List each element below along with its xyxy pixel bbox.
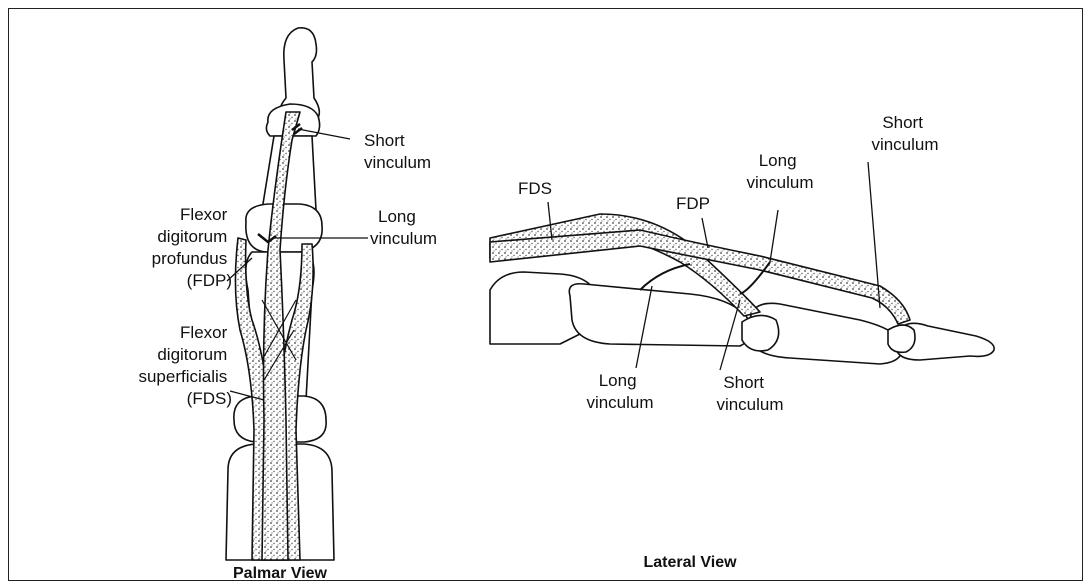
lateral-pip-joint xyxy=(742,315,779,350)
palmar-caption: Palmar View xyxy=(233,565,328,582)
lateral-label-fdp: FDP xyxy=(676,194,710,213)
palmar-label-long-vinculum: Long vinculum xyxy=(370,207,437,248)
palmar-label-short-vinculum: Short vinculum xyxy=(364,131,431,172)
lateral-view-drawing xyxy=(490,214,994,364)
lateral-long-vinculum-top-leader xyxy=(770,210,778,262)
palmar-view-drawing xyxy=(226,28,334,560)
lateral-dip-joint xyxy=(888,325,915,352)
lateral-label-fds: FDS xyxy=(518,179,552,198)
palmar-label-fdp: Flexor digitorum profundus (FDP) xyxy=(152,205,232,290)
lateral-label-short-vinculum-bottom: Short vinculum xyxy=(716,373,783,414)
lateral-caption: Lateral View xyxy=(643,554,737,571)
lateral-long-vinculum xyxy=(640,264,690,290)
palmar-label-fds: Flexor digitorum superficialis (FDS) xyxy=(138,323,232,408)
lateral-label-long-vinculum-top: Long vinculum xyxy=(746,151,813,192)
lateral-label-long-vinculum-bottom: Long vinculum xyxy=(586,371,653,412)
lateral-label-short-vinculum-top: Short vinculum xyxy=(871,113,938,154)
